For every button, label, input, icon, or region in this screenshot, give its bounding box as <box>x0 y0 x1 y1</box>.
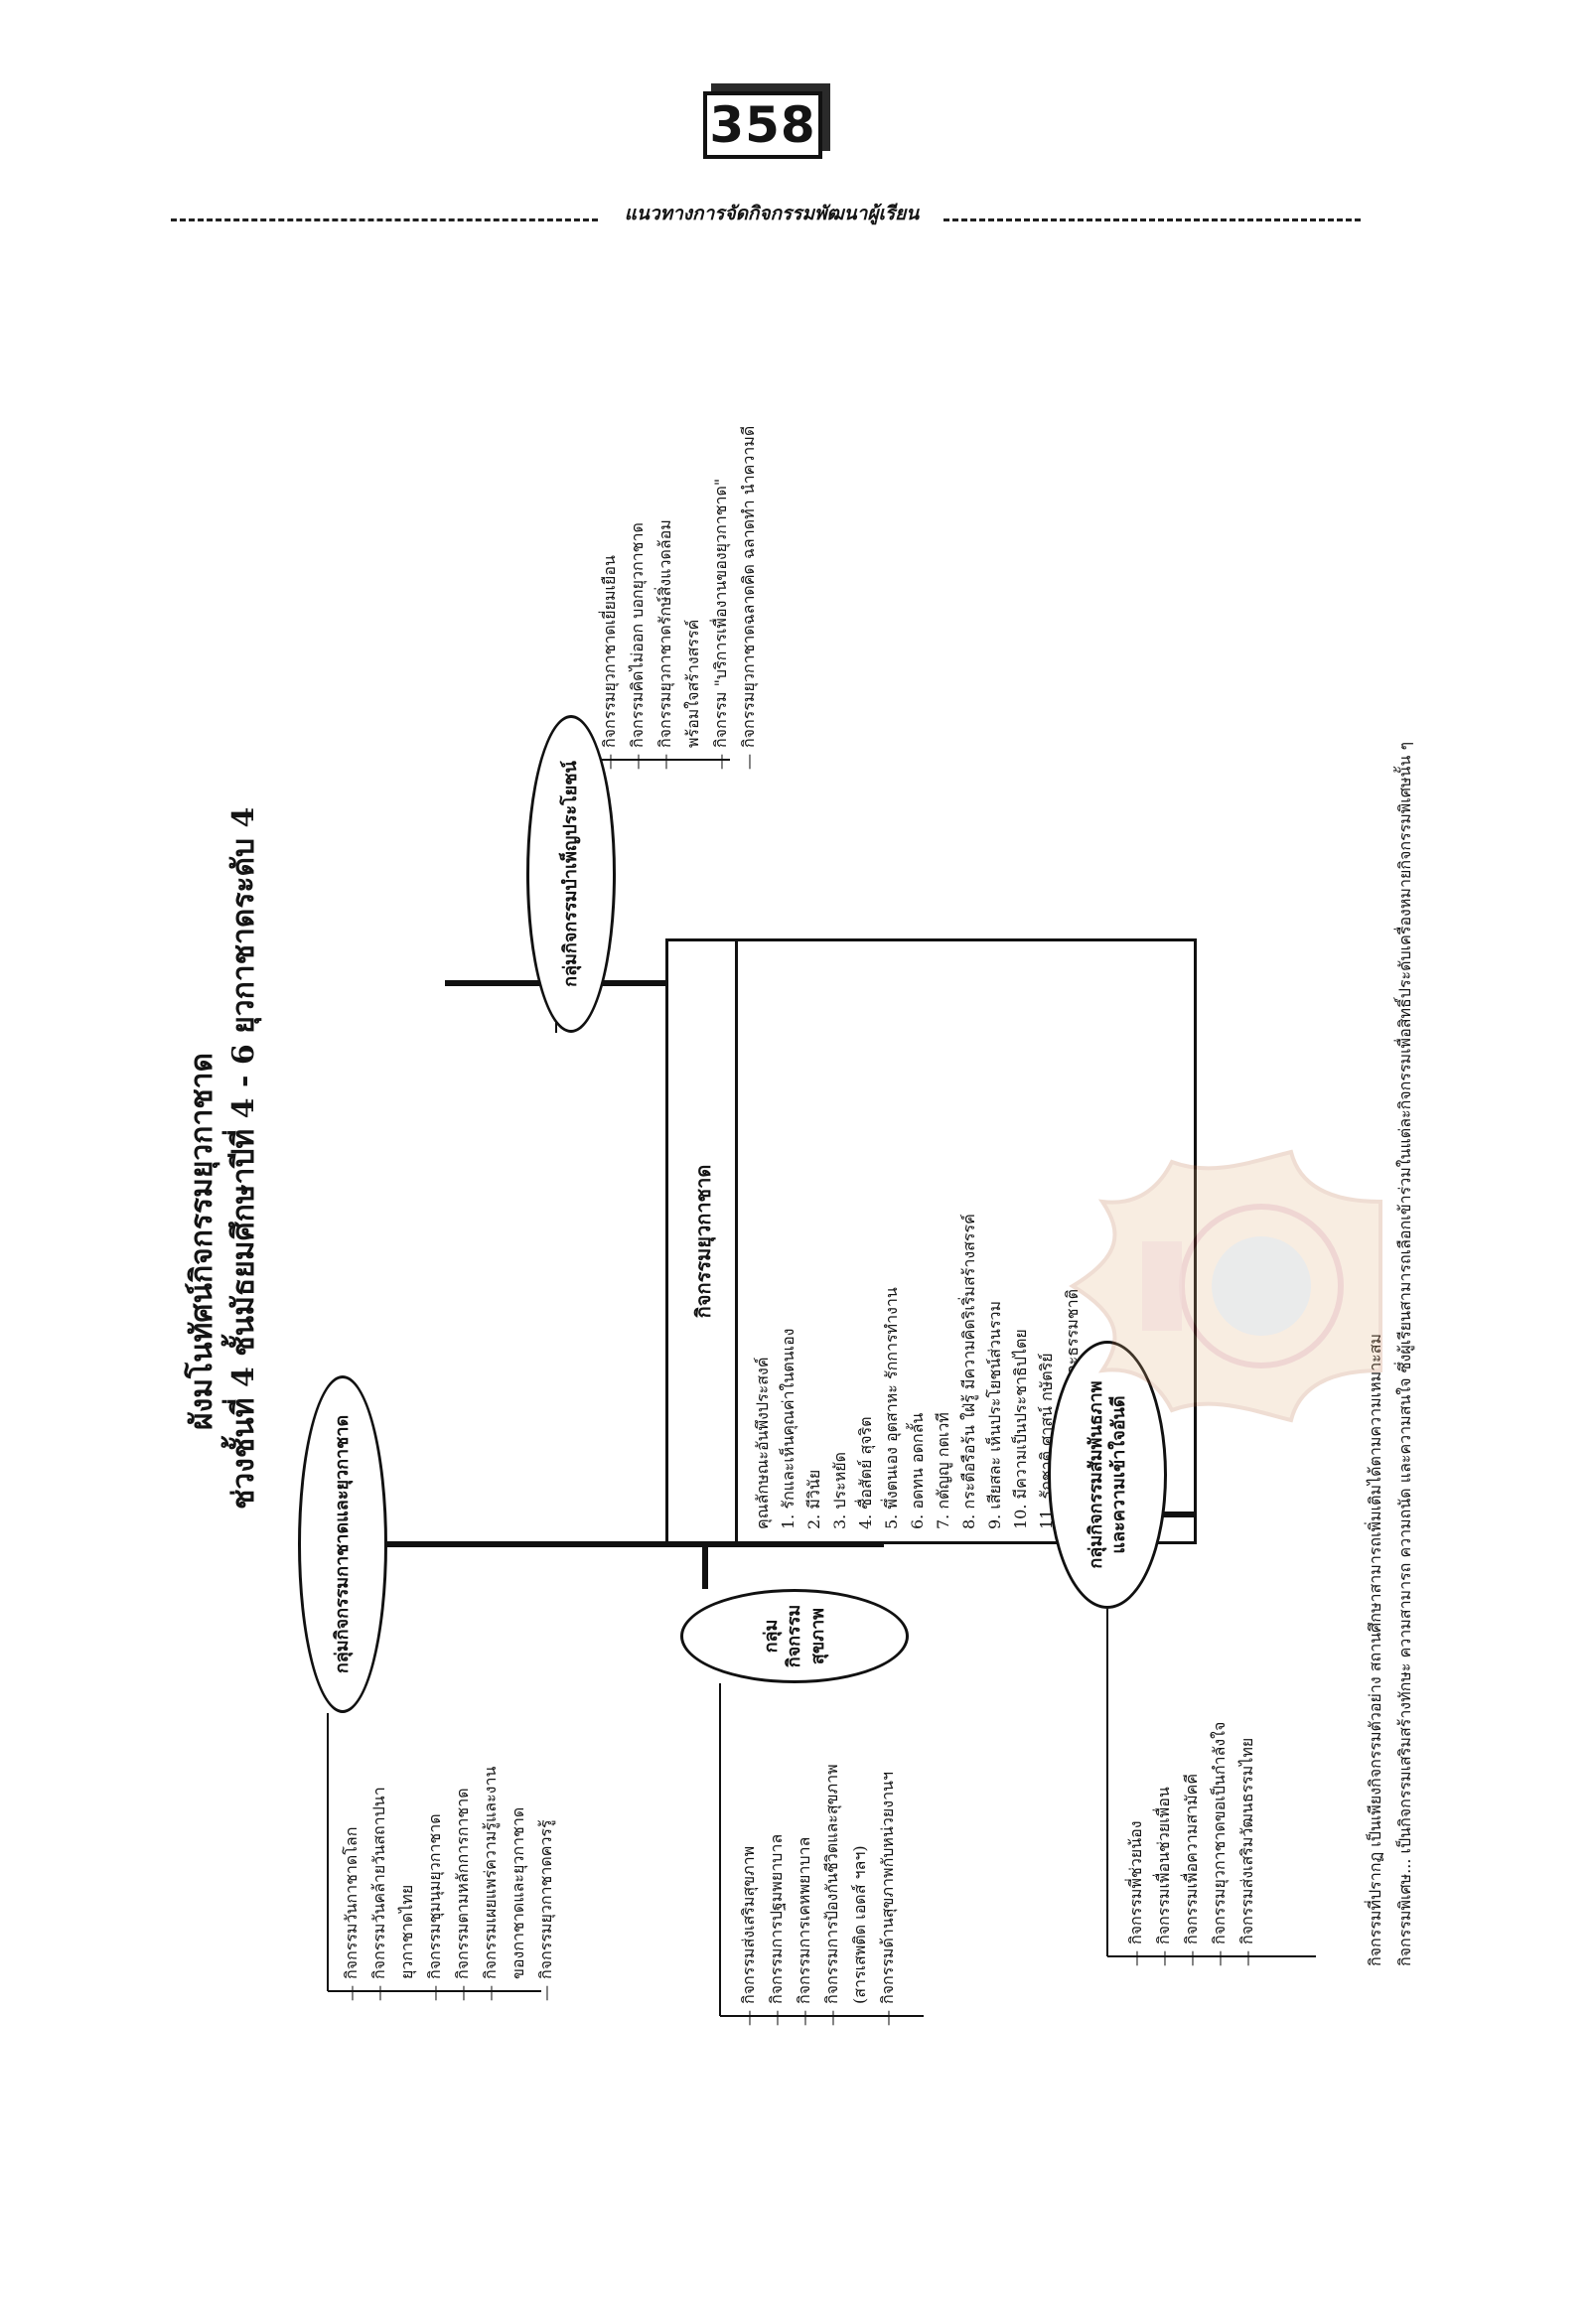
list-health-activities: กิจกรรมส่งเสริมสุขภาพ กิจกรรมการปฐมพยาบา… <box>735 1764 902 2026</box>
list-item: 9. เสียสละ เห็นประโยชน์ส่วนรวม <box>985 1300 1004 1529</box>
list-item: ของกาชาดและยุวกาชาด <box>508 1806 527 1979</box>
list-relations-activities: กิจกรรมพี่ช่วยน้อง กิจกรรมเพื่อนช่วยเพื่… <box>1122 1722 1261 1966</box>
list-item: 10. มีความเป็นประชาธิปไตย <box>1011 1329 1030 1529</box>
list-item: (สารเสพติด เอดส์ ฯลฯ) <box>850 1845 869 2004</box>
list-item: กิจกรรมการเคหพยาบาล <box>791 1764 818 2026</box>
list-item: 4. ซื่อสัตย์ สุจริต <box>856 1416 875 1529</box>
list-item: พร้อมใจสร้างสรรค์ <box>683 619 702 748</box>
list-item: กิจกรรมยุวกาชาดรักษ์สิ่งแวดล้อม <box>652 426 679 770</box>
list-item: กิจกรรมยุวกาชาดฉลาดคิด ฉลาดทำ นำความดี <box>735 426 763 770</box>
list-item: 6. อดทน อดกลั้น <box>908 1412 927 1529</box>
page-number: 358 <box>703 91 822 159</box>
concept-map: ผังมโนทัศน์กิจกรรมยุวกาชาด ช่วงชั้นที่ 4… <box>129 426 1500 2066</box>
list-item: กิจกรรมชุมนุมยุวกาชาด <box>421 1767 449 2001</box>
list-item: กิจกรรมส่งเสริมสุขภาพ <box>735 1764 763 2026</box>
list-item: กิจกรรมเพื่อนช่วยเพื่อน <box>1150 1722 1178 1966</box>
list-item: กิจกรรมการป้องกันชีวิตและสุขภาพ <box>818 1764 846 2026</box>
list-item: กิจกรรมยุวกาชาดควรรู้ <box>532 1767 560 2001</box>
list-item: 2. มีวินัย <box>804 1469 823 1529</box>
list-item: กิจกรรมเพื่อความสามัคคี <box>1178 1722 1206 1966</box>
list-service-activities: กิจกรรมยุวกาชาดเยี่ยมเยือน กิจกรรมคิดไม่… <box>596 426 763 770</box>
desired-traits-heading: คุณลักษณะอันพึงประสงค์ <box>753 1357 772 1529</box>
list-item: กิจกรรมยุวกาชาดขอเป็นกำลังใจ <box>1206 1722 1233 1966</box>
list-item: กิจกรรมวันคล้ายวันสถาปนา <box>365 1767 393 2001</box>
node-redcross-group: กลุ่มกิจกรรมกาชาดและยุวกาชาด <box>298 1375 387 1713</box>
list-item: กิจกรรมส่งเสริมวัฒนธรรมไทย <box>1233 1722 1261 1966</box>
node-redcross-label: กลุ่มกิจกรรมกาชาดและยุวกาชาด <box>332 1414 354 1674</box>
list-redcross-activities: กิจกรรมวันกาชาดโลก กิจกรรมวันคล้ายวันสถา… <box>338 1767 560 2001</box>
header-rule-right <box>943 218 1361 221</box>
node-health-group: กลุ่มกิจกรรมสุขภาพ <box>680 1589 909 1683</box>
list-item: กิจกรรมยุวกาชาดเยี่ยมเยือน <box>596 426 624 770</box>
list-item: กิจกรรมวันกาชาดโลก <box>338 1767 365 2001</box>
diagram-title: ผังมโนทัศน์กิจกรรมยุวกาชาด <box>185 1053 219 1430</box>
node-service-label: กลุ่มกิจกรรมบำเพ็ญประโยชน์ <box>560 761 582 987</box>
node-health-label: กลุ่มกิจกรรมสุขภาพ <box>760 1604 828 1668</box>
list-item: กิจกรรมคิดไม่ออก บอกยุวกาชาด <box>624 426 652 770</box>
header-rule-left <box>171 218 598 221</box>
list-item: 3. ประหยัด <box>830 1451 849 1529</box>
list-item: กิจกรรม "บริการเพื่องานของยุวกาชาด" <box>707 426 735 770</box>
list-item: กิจกรรมด้านสุขภาพกับหน่วยงานฯ <box>874 1764 902 2026</box>
list-item: 8. กระตือรือร้น ใฝ่รู้ มีความคิดริเริ่มส… <box>959 1214 978 1529</box>
list-item: 5. พึ่งตนเอง อุตสาหะ รักการทำงาน <box>882 1287 901 1529</box>
list-item: กิจกรรมพี่ช่วยน้อง <box>1122 1722 1150 1966</box>
list-item: กิจกรรมเผยแพร่ความรู้และงาน <box>477 1767 505 2001</box>
center-node-title: กิจกรรมยุวกาชาด <box>668 941 738 1541</box>
list-item: กิจกรรมตามหลักการกาชาด <box>449 1767 477 2001</box>
watermark-seal-icon <box>1069 1149 1382 1423</box>
diagram-subtitle: ช่วงชั้นที่ 4 ชั้นมัธยมศึกษาปีที่ 4 - 6 … <box>226 806 261 1510</box>
list-item: กิจกรรมการปฐมพยาบาล <box>763 1764 791 2026</box>
list-item: 1. รักและเห็นคุณค่าในตนเอง <box>779 1328 798 1530</box>
list-item: 7. กตัญญู กตเวที <box>934 1412 952 1529</box>
running-title: แนวทางการจัดกิจกรรมพัฒนาผู้เรียน <box>624 203 920 224</box>
list-item: ยุวกาชาดไทย <box>397 1884 416 1979</box>
